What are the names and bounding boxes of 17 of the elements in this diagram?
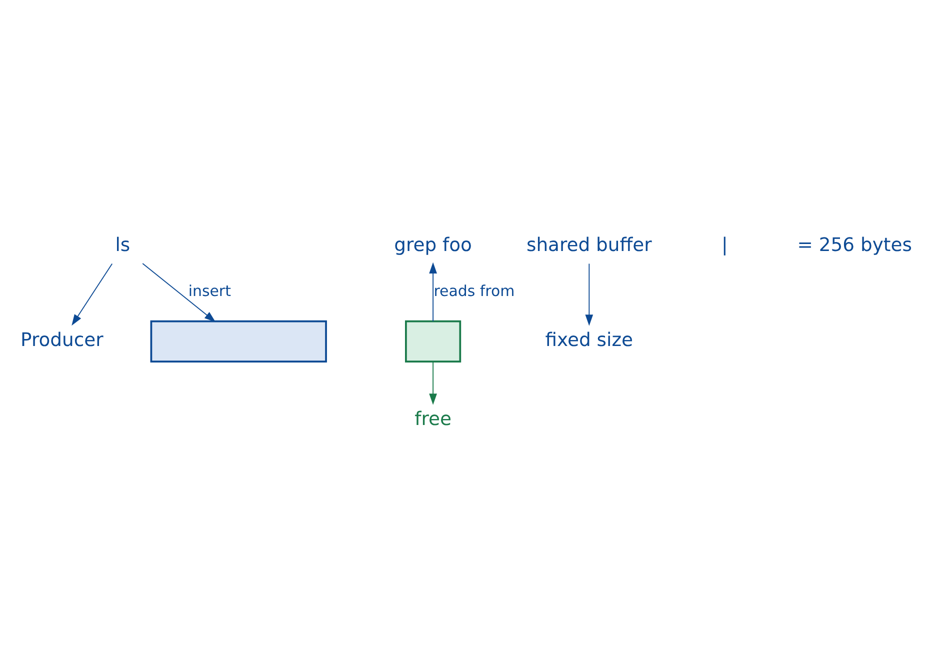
arrow: [429, 262, 437, 322]
node-text: Producer: [20, 330, 104, 352]
label: |: [722, 235, 728, 256]
arrow: [429, 361, 437, 405]
node-box: [405, 320, 462, 362]
node-text: free: [414, 409, 452, 430]
edge-label: insert: [188, 282, 231, 300]
node-box: [150, 320, 327, 362]
node-text: fixed size: [545, 330, 634, 352]
arrow: [72, 263, 113, 326]
edge-label: reads from: [434, 282, 515, 300]
arrow: [585, 263, 594, 326]
node-text: grep foo: [394, 235, 472, 256]
node-text: shared buffer: [526, 235, 652, 256]
node-text: ls: [115, 235, 130, 256]
label: = 256 bytes: [797, 235, 912, 256]
arrow: [142, 263, 216, 322]
